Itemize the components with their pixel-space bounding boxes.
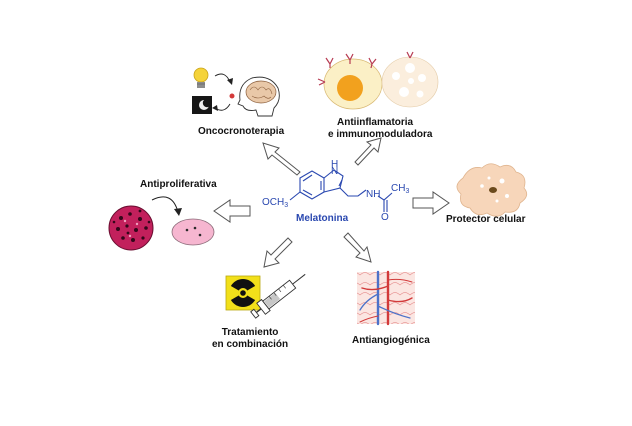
damaged-cell-icon bbox=[381, 51, 439, 108]
acetyl-text: CH bbox=[391, 183, 406, 194]
label-tratamiento: Tratamiento en combinación bbox=[212, 327, 288, 351]
brain-head-icon bbox=[237, 76, 280, 117]
label-antiinflamatoria-line2: e immunomoduladora bbox=[328, 129, 433, 140]
arrow-antiproliferativa bbox=[213, 199, 251, 223]
molecule-acetyl-group: CH3 bbox=[391, 183, 409, 195]
arrow-tratamiento bbox=[263, 237, 293, 268]
antiangiogenica-illustration bbox=[357, 270, 415, 326]
molecule-name: Melatonina bbox=[296, 213, 349, 224]
blood-vessels-icon bbox=[357, 270, 415, 326]
molecule-indole-n: N bbox=[331, 166, 339, 177]
label-antiangiogenica: Antiangiogénica bbox=[352, 335, 430, 346]
melatonin-molecule bbox=[289, 169, 393, 212]
label-antiinflamatoria: Antiinflamatoria e immunomoduladora bbox=[328, 117, 432, 141]
tratamiento-illustration bbox=[225, 273, 306, 319]
label-tratamiento-line1: Tratamiento bbox=[221, 327, 279, 338]
tumor-cell-icon bbox=[108, 205, 154, 251]
arrow-antiinflamatoria bbox=[354, 137, 382, 166]
molecule-indole-h: H bbox=[331, 159, 339, 170]
light-bulb-icon bbox=[193, 67, 209, 88]
protector-celular-illustration bbox=[456, 163, 528, 217]
antiproliferativa-illustration bbox=[108, 196, 215, 251]
methoxy-subscript: 3 bbox=[284, 202, 289, 209]
molecule-methoxy-group: OCH3 bbox=[262, 197, 288, 209]
antiinflamatoria-illustration bbox=[317, 51, 439, 110]
methoxy-text: OCH bbox=[262, 197, 285, 208]
label-antiinflamatoria-line1: Antiinflamatoria bbox=[337, 117, 414, 128]
acetyl-subscript: 3 bbox=[405, 188, 410, 195]
syringe-icon bbox=[250, 273, 306, 319]
label-oncocronoterapia: Oncocronoterapia bbox=[198, 126, 285, 137]
immune-cell-icon bbox=[317, 53, 383, 110]
oncocronoterapia-illustration bbox=[192, 67, 280, 117]
arrow-oncocronoterapia bbox=[262, 142, 301, 176]
arrow-protector bbox=[412, 191, 450, 215]
moon-night-icon bbox=[192, 96, 212, 114]
healthy-cell-icon bbox=[171, 218, 215, 246]
arrow-antiangiogenica bbox=[343, 232, 372, 263]
molecule-carbonyl-o: O bbox=[381, 212, 389, 223]
label-antiproliferativa: Antiproliferativa bbox=[140, 179, 217, 190]
protected-cell-icon bbox=[456, 163, 528, 217]
radiation-icon bbox=[225, 275, 261, 311]
molecule-amide-nh: NH bbox=[366, 189, 381, 200]
label-tratamiento-line2: en combinación bbox=[212, 339, 289, 350]
label-protector-celular: Protector celular bbox=[446, 214, 526, 225]
